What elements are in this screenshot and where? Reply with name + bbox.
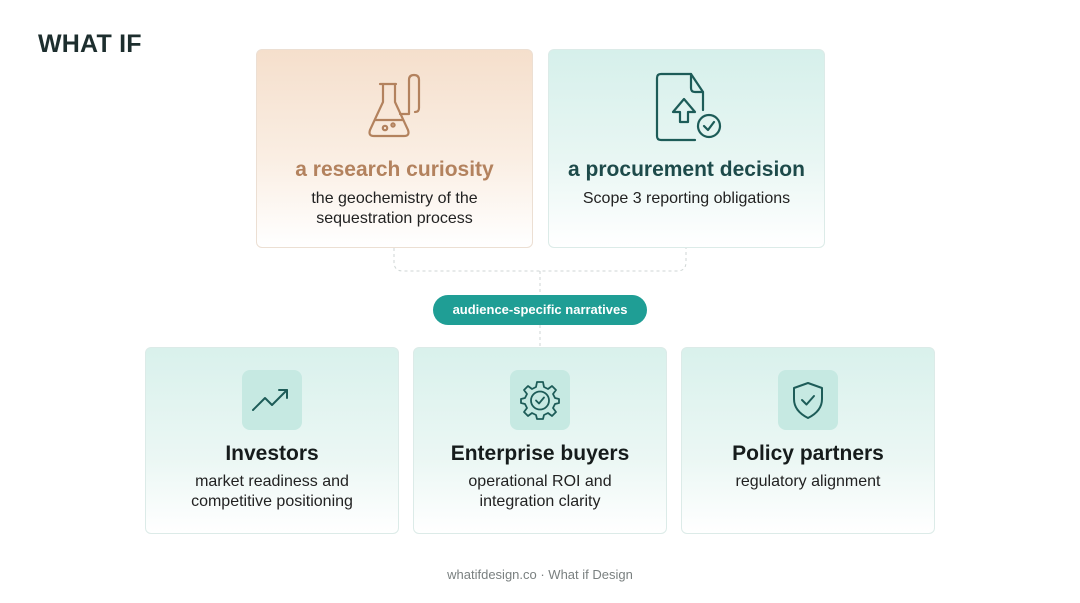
center-label-pill: audience-specific narratives: [433, 295, 647, 325]
audience-card-policy-partners: Policy partners regulatory alignment: [681, 347, 935, 534]
icon-tile: [242, 370, 302, 430]
trending-up-icon: [252, 389, 288, 411]
card-description: market readiness and competitive positio…: [191, 473, 353, 510]
icon-tile: [510, 370, 570, 430]
procurement-decision-card: a procurement decision Scope 3 reporting…: [548, 49, 825, 248]
card-description: the geochemistry of the sequestration pr…: [311, 190, 478, 227]
audience-card-enterprise-buyers: Enterprise buyers operational ROI and in…: [413, 347, 667, 534]
card-description: operational ROI and integration clarity: [468, 473, 612, 510]
card-title: Enterprise buyers: [450, 442, 630, 465]
shield-check-icon: [793, 382, 823, 419]
card-description: regulatory alignment: [735, 473, 881, 490]
card-description: Scope 3 reporting obligations: [582, 190, 791, 207]
icon-tile: [778, 370, 838, 430]
audience-card-investors: Investors market readiness and competiti…: [145, 347, 399, 534]
card-title: a research curiosity: [295, 158, 494, 181]
footer-credit: whatifdesign.co · What if Design: [447, 567, 633, 582]
gear-check-icon: [520, 381, 560, 420]
card-title: a procurement decision: [568, 158, 805, 181]
document-upload-check-icon: [655, 72, 721, 142]
flask-icon: [367, 73, 420, 138]
card-title: Investors: [225, 442, 319, 465]
card-title: Policy partners: [732, 442, 884, 465]
research-curiosity-card: a research curiosity the geochemistry of…: [256, 49, 533, 248]
brand-logo: WHAT IF: [38, 30, 142, 58]
